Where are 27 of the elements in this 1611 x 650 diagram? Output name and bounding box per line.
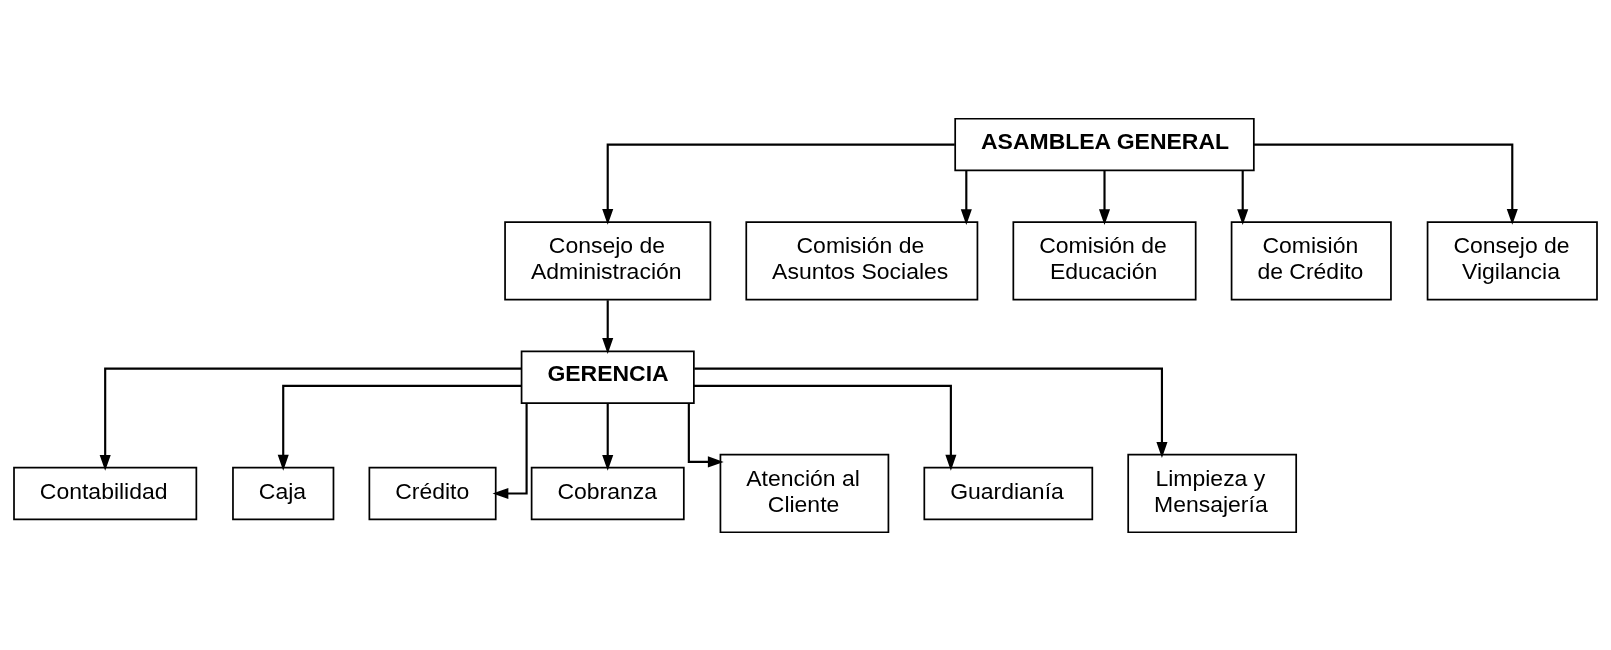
node-box: Consejo de Administración	[504, 220, 712, 301]
node-box: Caja	[232, 466, 335, 520]
node-box: Comisión de Asuntos Sociales	[745, 220, 979, 301]
arrow	[693, 384, 957, 471]
arrow	[687, 402, 724, 467]
arrow	[1254, 143, 1518, 225]
node-box: Consejo de Vigilancia	[1426, 220, 1598, 301]
arrow	[602, 143, 955, 225]
arrow	[694, 367, 1168, 458]
node-box: Contabilidad	[13, 466, 198, 520]
arrow	[602, 299, 614, 354]
node-box: Cobranza	[530, 466, 685, 520]
node-box: Atención al Cliente	[719, 453, 890, 533]
arrow	[960, 170, 972, 225]
node-box: Comisión de Educación	[1012, 220, 1197, 301]
arrow	[277, 384, 522, 471]
node-box: GERENCIA	[520, 349, 695, 404]
node-box: Crédito	[368, 466, 497, 520]
node-box: Comisión de Crédito	[1230, 220, 1392, 301]
arrow	[1098, 170, 1111, 225]
node-box: Guardianía	[923, 466, 1094, 520]
arrow	[492, 403, 528, 499]
arrow	[99, 367, 522, 471]
arrow	[1237, 170, 1249, 225]
node-box: Limpieza y Mensajería	[1127, 453, 1298, 533]
arrow	[602, 403, 614, 471]
node-box: ASAMBLEA GENERAL	[954, 117, 1255, 171]
